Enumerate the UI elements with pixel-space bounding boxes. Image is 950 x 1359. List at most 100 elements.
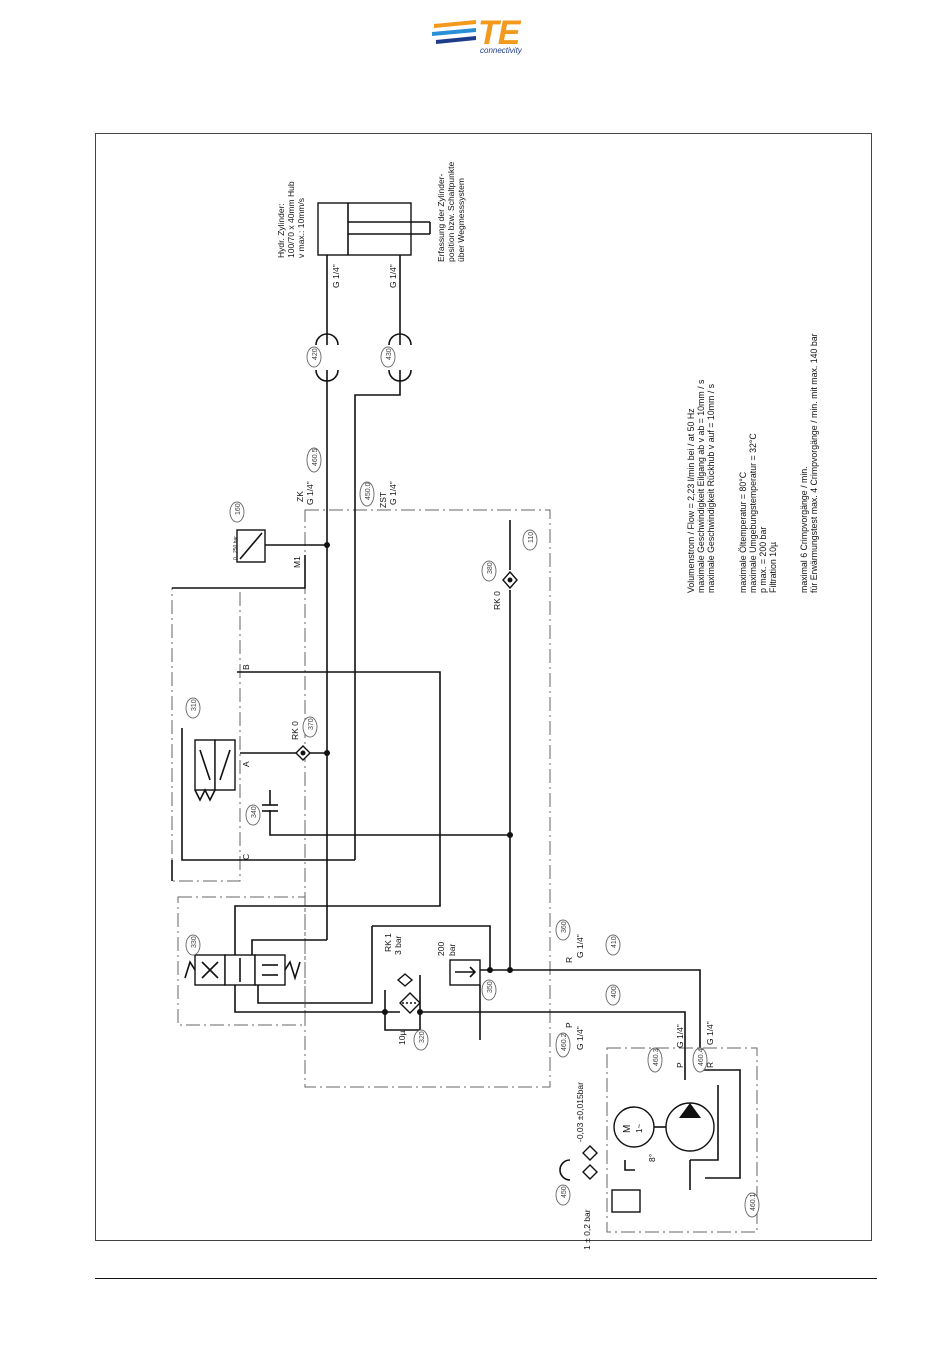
bubble-label: 450 [561,1186,568,1198]
bubble-label: 310 [191,699,198,711]
port-g14-zst: G 1/4" [388,481,398,505]
component-bubbles: 420 430 460.5 450.0 160 110 380 370 340 … [185,346,760,1218]
bubble-label: 450.0 [365,482,372,500]
bubble-label: 350 [487,981,494,993]
port-p-pump: P [675,1062,685,1068]
directional-valve-upper [194,739,236,802]
spec-heat-test: für Erwärmungstest max. 4 Crimpvorgänge … [809,333,819,593]
port-g14-p-lower: G 1/4" [575,1026,585,1050]
sensor-note-line2: position bzw. Schaltpunkte [446,162,456,262]
port-g14-zk: G 1/4" [305,481,315,505]
port-zk: ZK [295,491,305,502]
check-valve-rk0-return [502,570,518,590]
port-rk0-a: RK 0 [290,721,300,740]
port-rk1-bar: 3 bar [393,935,403,955]
spec-crimp-rate: maximal 6 Crimpvorgänge / min. [799,466,809,593]
hydraulic-cylinder [317,202,431,256]
spec-ambient-temp: maximale Umgebungstemperatur = 32°C [748,433,758,593]
bubble-label: 460.1 [750,1193,757,1211]
port-r-upper: R [564,957,574,963]
accumulator-symbol [262,790,278,812]
bubble-label: 370 [308,718,315,730]
relief-unit: bar [447,944,457,956]
spec-notes: Volumenstrom / Flow = 2,23 l/min bei / a… [686,333,819,593]
hose-coupling [315,333,339,346]
cylinder-label: Hydr. Zylinder: 100/70 x 40mm Hub v max.… [276,181,306,258]
sensor-note: Erfassung der Zylinder- position bzw. Sc… [436,162,466,262]
spec-pmax: p max. = 200 bar [758,527,768,593]
port-zst: ZST [378,492,388,508]
filter-rating: 10µ [397,1031,407,1045]
temp-switch: 8° [647,1154,657,1162]
gauge-range: 0...250 bar [233,536,239,560]
check-valve-rk0-a [295,745,311,761]
directional-valve-main [184,954,301,986]
bubble-label: 110 [528,532,535,543]
cylinder-label-line2: 100/70 x 40mm Hub [286,181,296,258]
logo-swoosh-icon [432,20,476,44]
bubble-label: 340 [251,806,258,818]
valve-block-boundary [177,896,306,1026]
motor-pump-unit [613,1102,715,1152]
cylinder-label-line1: Hydr. Zylinder: [276,203,286,258]
bubble-label: 460.4 [698,1048,705,1066]
spec-oil-temp: maximale Öltemperatur = 80°C [738,471,748,593]
power-unit-boundary [606,1047,758,1233]
hose-coupling [315,369,339,382]
suction-setting: -0,03 ±0,015bar [575,1082,585,1142]
drawing-frame [95,133,872,1241]
bubble-label: 320 [419,1031,426,1043]
hose-coupling [388,333,412,346]
hydraulic-lines [171,255,741,1190]
port-m1: M1 [292,556,302,568]
filter-symbol [396,973,421,1014]
logo-tagline: connectivity [480,46,522,55]
junction-dots [324,542,513,1015]
port-g14-cyl-b: G 1/4" [388,264,398,288]
port-g14-pump-p: G 1/4" [675,1024,685,1048]
te-logo: TE connectivity [430,12,540,58]
port-rk1: RK 1 [383,933,393,952]
port-rk0-return: RK 0 [492,591,502,610]
spec-speed-down: maximale Geschwindigkeit Eilgang ab v ab… [696,379,706,593]
bubble-label: 160 [235,503,242,515]
motor-label: M [622,1125,633,1133]
return-setting: 1 ± 0,2 bar [582,1209,592,1250]
bubble-label: 360 [561,921,568,933]
bubble-label: 460.3 [653,1048,660,1066]
port-g14-pump-r: G 1/4" [705,1021,715,1045]
pressure-gauge [236,529,300,563]
sensor-note-line1: Erfassung der Zylinder- [436,173,446,262]
port-r-pump: R [705,1062,715,1068]
sensor-note-line3: über Wegmesssystem [456,178,466,262]
spec-speed-up: maximale Geschwindigkeit Rückhub v auf =… [706,383,716,593]
port-g14-r-upper: G 1/4" [575,934,585,958]
port-p-lower: P [564,1022,574,1028]
port-c: C [241,854,251,860]
cylinder-label-line3: v max.: 10mm/s [296,198,306,258]
bubble-label: 460.5 [312,448,319,466]
port-a: A [241,761,251,767]
hose-coupling [388,369,412,382]
port-g14-cyl-a: G 1/4" [331,264,341,288]
motor-ac-label: 1~ [635,1124,644,1133]
bubble-label: 410 [611,936,618,948]
tank-components [559,1145,641,1213]
spec-flow: Volumenstrom / Flow = 2,23 l/min bei / a… [686,408,696,593]
relief-valve [449,959,481,986]
logo-brand: TE [478,14,520,52]
valve-subplate-boundary [171,587,241,882]
bubble-label: 460.2 [561,1033,568,1051]
bubble-label: 330 [191,936,198,948]
bubble-label: 430 [386,348,393,360]
port-labels: G 1/4" G 1/4" ZK G 1/4" ZST G 1/4" RK 0 … [233,264,715,1250]
port-b: B [241,664,251,670]
bubble-label: 380 [487,562,494,574]
bubble-label: 420 [312,348,319,360]
manifold-boundary [304,509,551,1088]
spec-filtration: Filtration 10µ [768,542,778,593]
footer-rule [95,1278,877,1279]
relief-setting: 200 [436,942,446,956]
